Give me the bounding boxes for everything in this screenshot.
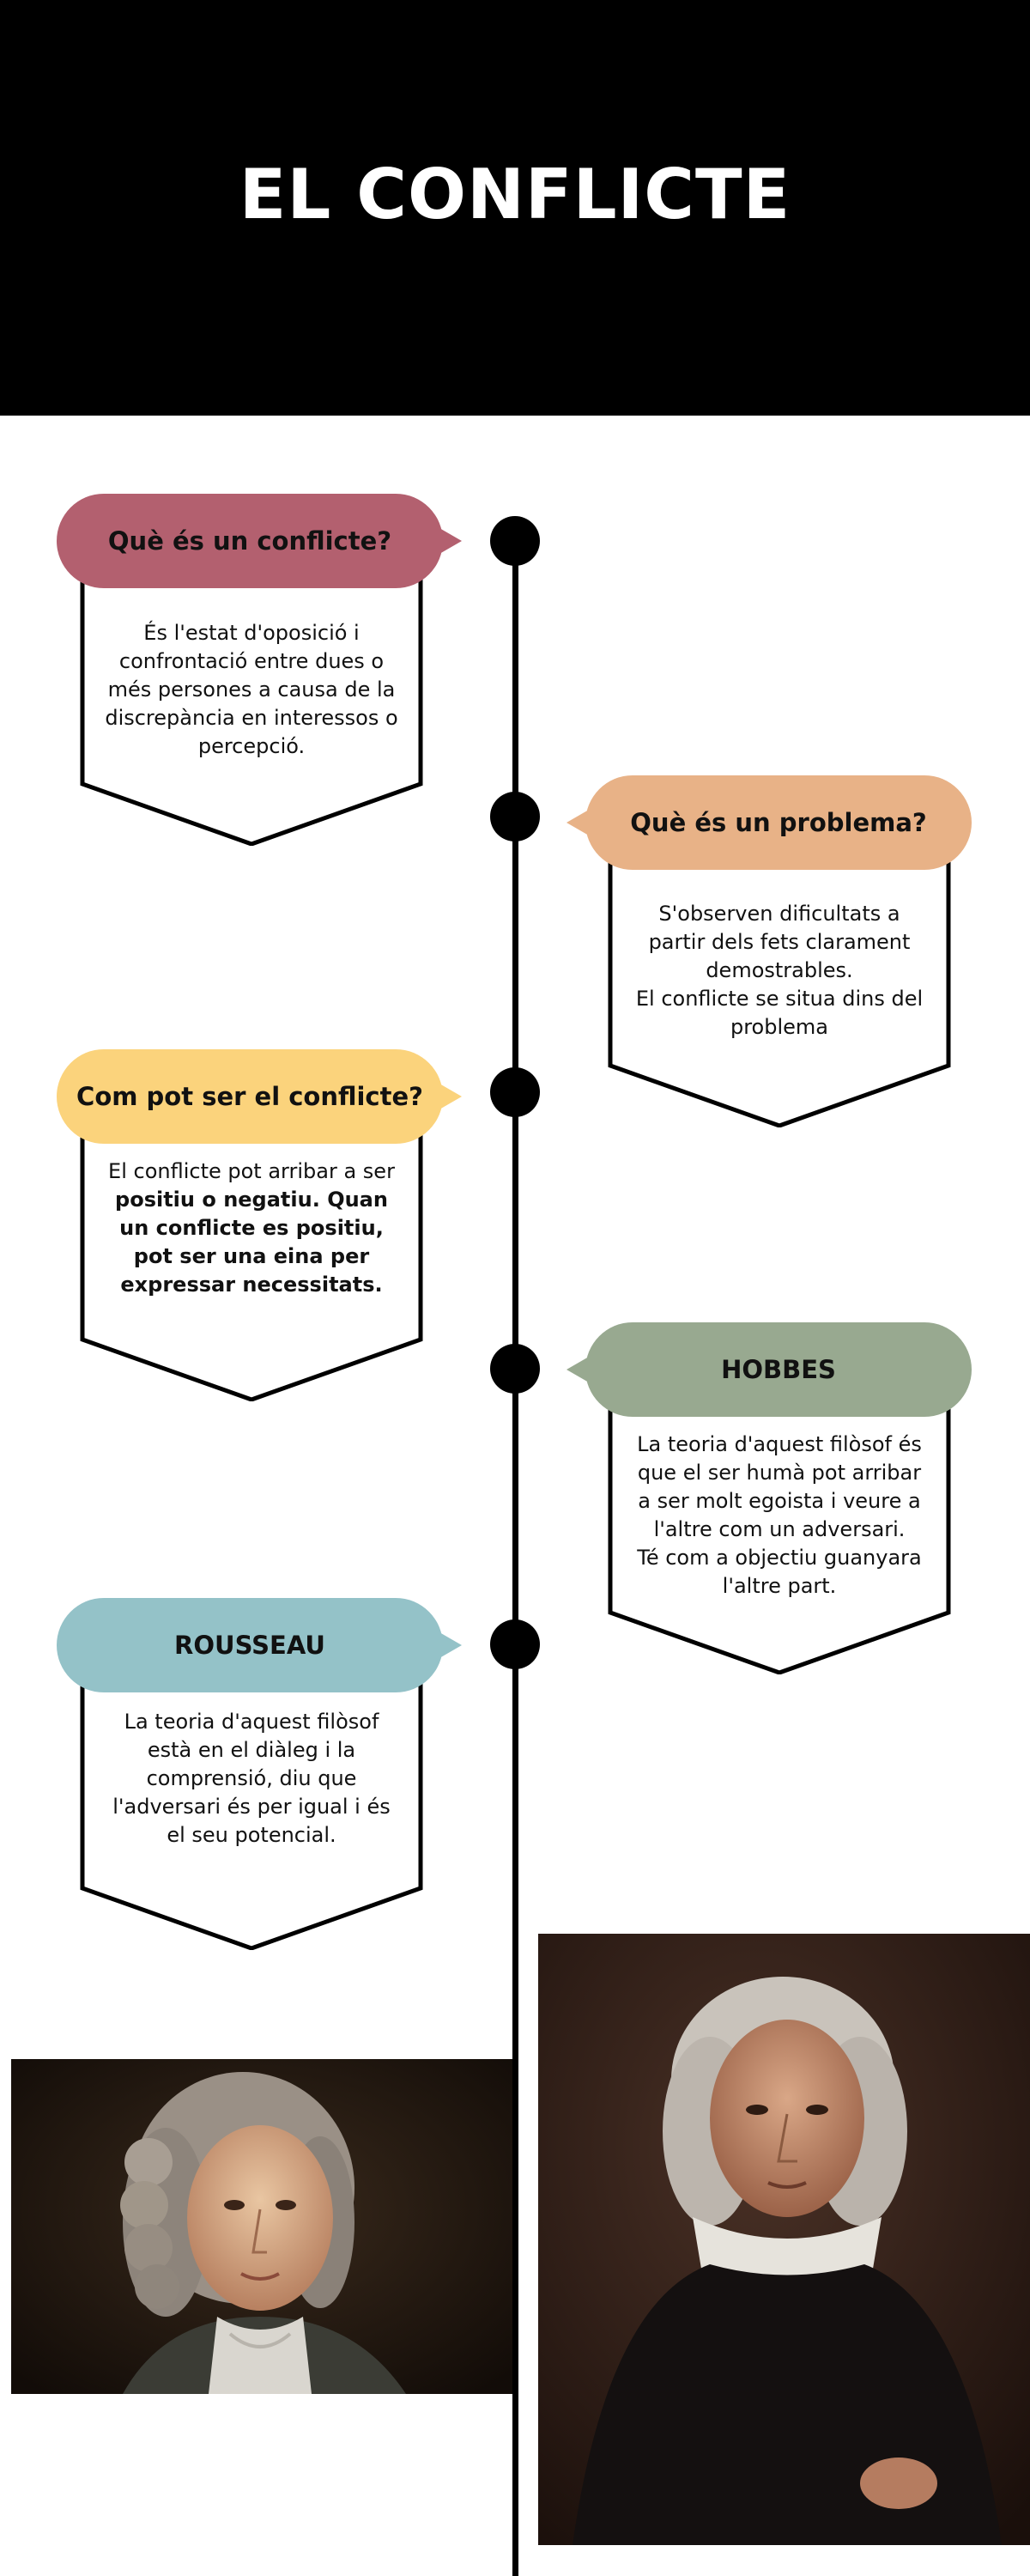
section-card: La teoria d'aquest filòsof està en el di… <box>80 1675 423 1950</box>
page-title: EL CONFLICTE <box>239 155 791 234</box>
section-text-line: La teoria d'aquest filòsof és que el ser… <box>637 1432 922 1541</box>
card-frame <box>608 853 951 1127</box>
bubble-tail <box>439 528 462 554</box>
section-text-line: Té com a objectiu guanyara l'altre part. <box>637 1546 922 1598</box>
bubble-tail <box>439 1084 462 1109</box>
section-text-line: El conflicte se situa dins del problema <box>635 987 924 1039</box>
section-text: La teoria d'aquest filòsof és que el ser… <box>632 1431 927 1601</box>
timeline-dot <box>490 1067 540 1117</box>
section-text-bold: positiu o negatiu. Quan un conflicte es … <box>115 1188 388 1297</box>
section-text-regular: El conflicte pot arribar a ser <box>108 1159 395 1183</box>
section-text: La teoria d'aquest filòsof està en el di… <box>112 1710 391 1847</box>
section-heading: Què és un problema? <box>630 808 927 837</box>
bubble-tail <box>566 1357 589 1382</box>
rousseau-portrait-icon <box>11 2059 512 2394</box>
section-heading-bubble: Com pot ser el conflicte? <box>57 1049 462 1144</box>
timeline-dot <box>490 1344 540 1394</box>
card-frame <box>80 571 423 846</box>
section-heading: Com pot ser el conflicte? <box>76 1082 423 1111</box>
bubble-tail <box>439 1632 462 1658</box>
section-heading-bubble: ROUSSEAU <box>57 1598 462 1692</box>
header-banner: EL CONFLICTE <box>0 0 1030 416</box>
timeline-dot <box>490 1619 540 1669</box>
section-text: El conflicte pot arribar a ser positiu o… <box>104 1157 399 1299</box>
section-text: S'observen dificultats a partir dels fet… <box>632 900 927 1042</box>
section-card: És l'estat d'oposició i confrontació ent… <box>80 571 423 846</box>
section-text-line: S'observen dificultats a partir dels fet… <box>648 902 911 982</box>
timeline-line <box>512 541 518 2576</box>
hobbes-portrait-icon <box>538 1934 1030 2545</box>
card-frame <box>80 1127 423 1401</box>
bubble-tail <box>566 810 589 835</box>
section-heading: HOBBES <box>721 1355 836 1384</box>
section-card: La teoria d'aquest filòsof és que el ser… <box>608 1400 951 1674</box>
section-heading-bubble: HOBBES <box>566 1322 972 1417</box>
section-card: El conflicte pot arribar a ser positiu o… <box>80 1127 423 1401</box>
timeline-dot <box>490 516 540 566</box>
card-frame <box>80 1675 423 1950</box>
section-heading-bubble: Què és un conflicte? <box>57 494 462 588</box>
rousseau-portrait <box>11 2059 512 2394</box>
section-heading: ROUSSEAU <box>174 1631 325 1660</box>
section-heading-bubble: Què és un problema? <box>566 775 972 870</box>
card-frame <box>608 1400 951 1674</box>
section-heading: Què és un conflicte? <box>107 526 392 556</box>
timeline-dot <box>490 792 540 841</box>
section-card: S'observen dificultats a partir dels fet… <box>608 853 951 1127</box>
hobbes-portrait <box>538 1934 1030 2545</box>
section-text: És l'estat d'oposició i confrontació ent… <box>105 621 398 758</box>
